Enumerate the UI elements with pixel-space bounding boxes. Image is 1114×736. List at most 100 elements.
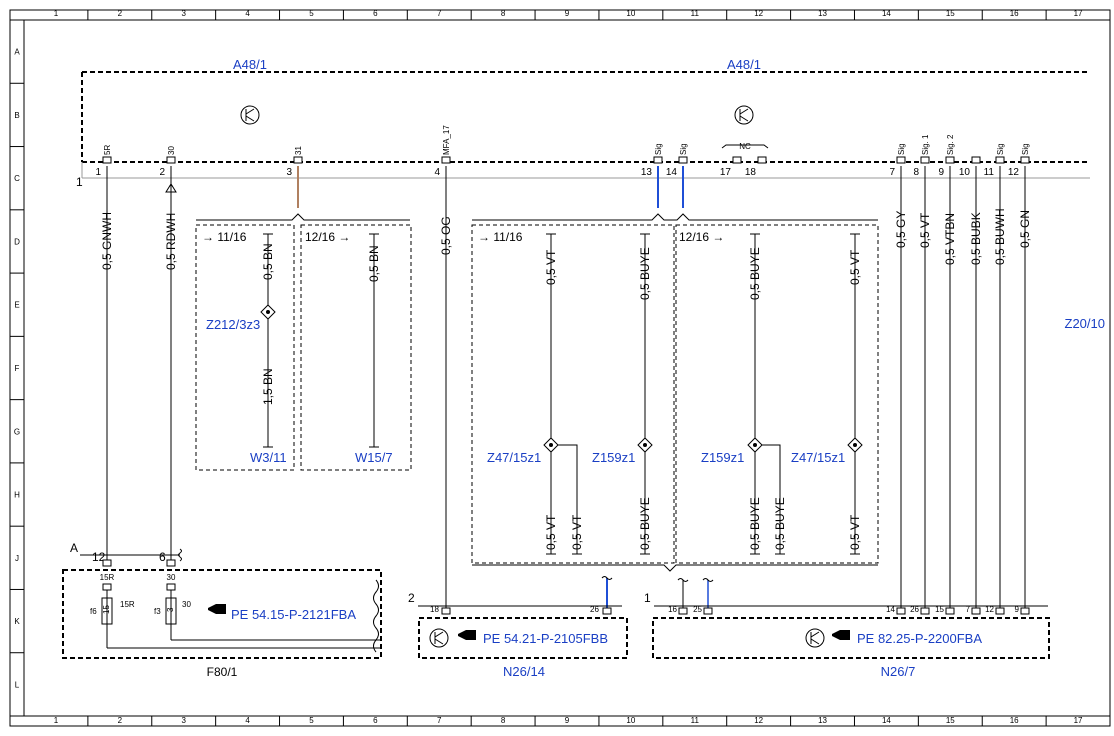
pin-name: Sig. 1 — [921, 134, 930, 155]
n26-7-ref-link[interactable]: PE 82.25-P-2200FBA — [857, 631, 982, 646]
pin-number: 7 — [889, 167, 895, 178]
wire-label: 0,5 BUYE — [748, 247, 762, 300]
nc-label: NC — [739, 142, 751, 151]
terminal-label: 15R — [100, 573, 115, 582]
wire-label: 1,5 BN — [261, 368, 275, 405]
transistor-icon — [429, 628, 449, 648]
fuse-rating: 15R — [120, 600, 135, 609]
row-letter: L — [15, 680, 20, 689]
row-letter: K — [14, 617, 20, 626]
n26-14-ref-link[interactable]: PE 54.21-P-2105FBB — [483, 631, 608, 646]
wire-label: 0,5 BUBK — [969, 212, 983, 265]
wire-label: 0,5 VT — [544, 249, 558, 285]
column-number: 16 — [1010, 9, 1019, 18]
column-number: 5 — [309, 716, 314, 725]
row-letter: D — [14, 237, 20, 246]
pin-number: 14 — [886, 605, 895, 614]
wire-label: 0,5 RDWH — [164, 213, 178, 270]
row-letter: F — [15, 364, 20, 373]
f80-fusebox: A 12 6 15R 30 f6 f3 15 3 15R 30 PE 54.15… — [62, 541, 382, 679]
wire-label: 0,5 GNWH — [100, 212, 114, 270]
pin-number: 3 — [286, 167, 292, 178]
reference-hand-icon — [208, 604, 226, 614]
column-number: 9 — [565, 9, 570, 18]
wire-label: 0,5 VT — [570, 514, 584, 550]
column-number: 5 — [309, 9, 314, 18]
wire-label: 0,5 VT — [918, 212, 932, 248]
n26-14-module: 2 18 26 PE 54.21-P-2105FBB N26/14 — [408, 591, 628, 679]
z47-label: Z47/15z1 — [487, 450, 541, 465]
wire-label: 0,5 BUYE — [638, 497, 652, 550]
column-number: 9 — [565, 716, 570, 725]
pin-label: 12 — [92, 550, 106, 564]
column-number: 4 — [245, 716, 250, 725]
page-ref: 12/16 → — [305, 230, 350, 244]
column-number: 7 — [437, 9, 442, 18]
column-number: 11 — [691, 9, 700, 18]
pin-name: Sig — [654, 143, 663, 155]
w15-label: W15/7 — [355, 450, 393, 465]
column-number: 1 — [54, 9, 59, 18]
wire-label: 0,5 GY — [894, 211, 908, 248]
row-letter: A — [14, 48, 20, 57]
fuse-rating: 30 — [182, 600, 191, 609]
pin-number: 9 — [1015, 605, 1020, 614]
page-ref: → 11/16 — [478, 230, 523, 244]
w3-label: W3/11 — [250, 450, 287, 465]
column-number: 2 — [118, 716, 123, 725]
connector-1-label: 1 — [76, 175, 83, 189]
row-letter: B — [14, 111, 19, 120]
pin-number: 26 — [910, 605, 919, 614]
pin-number: 11 — [984, 167, 995, 178]
n26-14-label: N26/14 — [503, 664, 545, 679]
pin-number: 16 — [668, 605, 677, 614]
pin-name: 31 — [294, 146, 303, 155]
row-letter: G — [14, 427, 20, 436]
fuse-number: 15 — [102, 605, 111, 614]
fuse-number: 3 — [166, 607, 175, 612]
column-number: 8 — [501, 716, 506, 725]
transistor-icon — [734, 105, 754, 125]
pin-label: 6 — [159, 550, 166, 564]
f80-label: F80/1 — [207, 665, 238, 679]
fuse-label: f3 — [154, 607, 161, 616]
pin-label: 18 — [430, 605, 439, 614]
pin-name: 30 — [167, 146, 176, 155]
f80-ref-link[interactable]: PE 54.15-P-2121FBA — [231, 607, 356, 622]
wire-label: 0,5 BN — [261, 243, 275, 280]
pin-number: 13 — [641, 167, 653, 178]
page-ref: → 11/16 — [202, 230, 247, 244]
wire-label: 0,5 BN — [367, 245, 381, 282]
column-number: 7 — [437, 716, 442, 725]
column-number: 17 — [1074, 9, 1083, 18]
column-number: 12 — [754, 9, 763, 18]
column-number: 4 — [245, 9, 250, 18]
pin-label: 26 — [590, 605, 599, 614]
pin-number: 14 — [666, 167, 678, 178]
column-number: 13 — [818, 9, 827, 18]
z159-label: Z159z1 — [701, 450, 744, 465]
pin-number: 9 — [938, 167, 944, 178]
pin-number: 17 — [720, 167, 732, 178]
wire-label: 0,5 VT — [848, 514, 862, 550]
pin-name: Sig — [897, 143, 906, 155]
wire-label: 0,5 BUWH — [993, 208, 1007, 265]
column-number: 6 — [373, 716, 378, 725]
main-wires — [106, 166, 1026, 608]
column-number: 1 — [54, 716, 59, 725]
row-letter: C — [14, 174, 20, 183]
pin-number: 15 — [935, 605, 944, 614]
z159-label: Z159z1 — [592, 450, 635, 465]
column-number: 6 — [373, 9, 378, 18]
column-number: 11 — [691, 716, 700, 725]
main-wire-labels: 0,5 GNWH 0,5 RDWH 0,5 OG 0,5 GY 0,5 VT 0… — [100, 208, 1032, 270]
transistor-icon — [805, 628, 825, 648]
pin-name: 5R — [103, 145, 112, 155]
transistor-icon — [240, 105, 260, 125]
z212-label: Z212/3z3 — [206, 317, 260, 332]
connector-label: 2 — [408, 591, 415, 605]
connector-label: A — [70, 541, 78, 555]
